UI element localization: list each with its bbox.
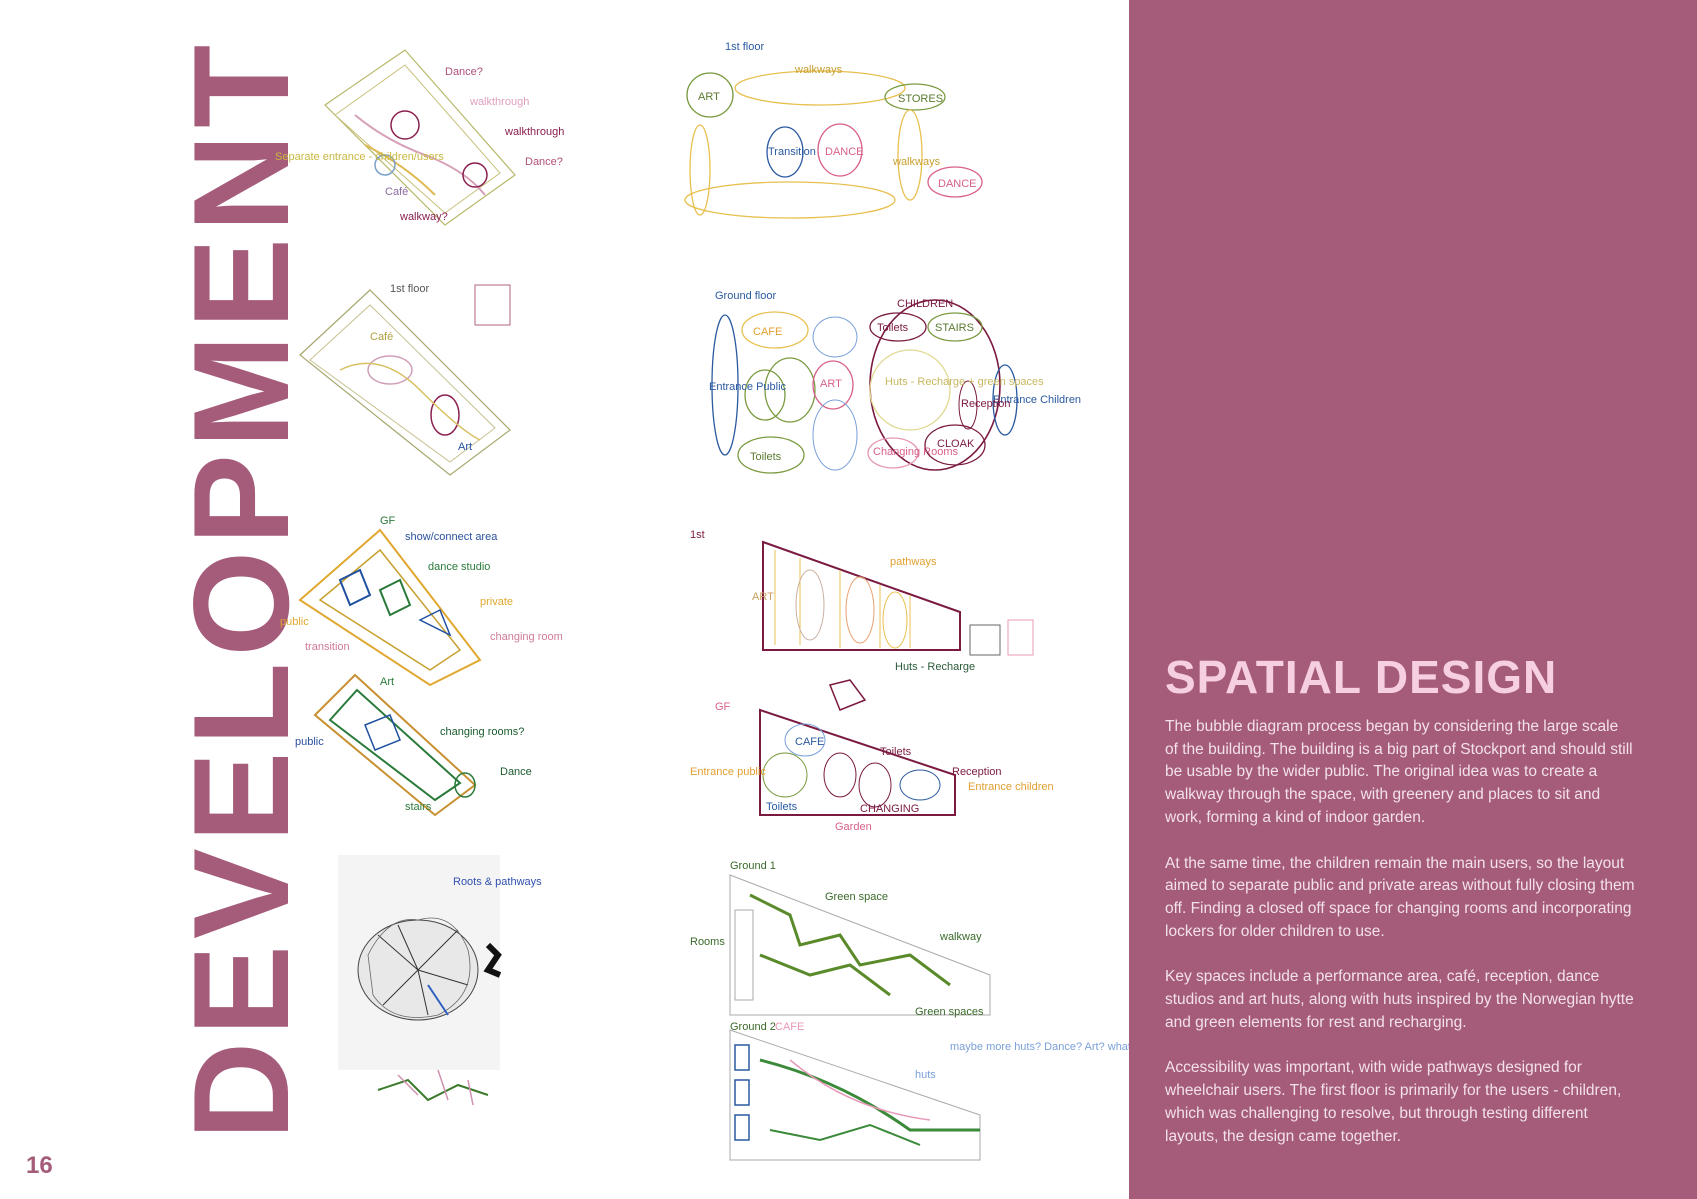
sketch-label: 1st floor	[390, 283, 429, 295]
diagram-label: Entrance Children	[993, 394, 1081, 406]
diagram-label: Reception	[952, 766, 1002, 778]
body-text: The bubble diagram process began by cons…	[1165, 716, 1635, 1171]
diagram-label: Toilets	[877, 322, 909, 334]
sketch-label: Art	[380, 676, 394, 688]
diagram-label: Toilets	[880, 746, 912, 758]
ground-plan-1: Ground 1 Green space walkway Green space…	[690, 855, 1010, 1025]
diagram-label: DANCE	[938, 178, 977, 190]
diagram-label: ART	[820, 378, 842, 390]
sketch-roots-leaf: Roots & pathways	[338, 855, 542, 1125]
diagram-label: Toilets	[750, 451, 782, 463]
bubble-diagram-1st-floor: 1st floor ART walkways STORES Transition…	[680, 30, 990, 225]
diagram-label: CLOAK	[937, 438, 975, 450]
sketch-label: Separate entrance - children/users	[275, 151, 444, 163]
sketch-label: Roots & pathways	[453, 876, 542, 888]
bubble-diagram-ground-floor: Ground floor CHILDREN CAFE Toilets STAIR…	[705, 285, 1081, 485]
diagram-label: STAIRS	[935, 322, 974, 334]
sketch-label: public	[295, 736, 324, 748]
diagram-label: DANCE	[825, 146, 864, 158]
diagram-label: Green spaces	[915, 1006, 984, 1018]
diagram-label: huts	[915, 1069, 936, 1081]
sketch-label: changing rooms?	[440, 726, 524, 738]
diagram-label: Entrance public	[690, 766, 766, 778]
paragraph: At the same time, the children remain th…	[1165, 854, 1635, 940]
floor-plan-1st: 1st ART pathways Huts - Recharge	[690, 520, 1070, 690]
diagram-label: CAFE	[795, 736, 824, 748]
paragraph: The bubble diagram process began by cons…	[1165, 718, 1633, 826]
diagram-label: 1st	[690, 529, 705, 541]
sketch-label: stairs	[405, 801, 432, 813]
sketch-massing-1: Dance? walkthrough walkthrough Dance? Se…	[275, 45, 575, 235]
diagram-label: Ground 1	[730, 860, 776, 872]
diagram-label: CHILDREN	[897, 298, 953, 310]
sketch-label: private	[480, 596, 513, 608]
diagram-label: Reception	[961, 398, 1011, 410]
diagram-label: Entrance children	[968, 781, 1054, 793]
sketch-label: walkthrough	[469, 96, 529, 108]
diagram-label: Transition	[768, 146, 816, 158]
diagram-label: Ground 2	[730, 1021, 776, 1033]
sketch-label: dance studio	[428, 561, 490, 573]
sketch-label: transition	[305, 641, 350, 653]
sketch-label: show/connect area	[405, 531, 498, 543]
floor-plan-ground: GF CAFE Toilets Reception Entrance child…	[690, 679, 1060, 840]
diagram-label: Entrance Public	[709, 381, 787, 393]
paragraph: Key spaces include a performance area, c…	[1165, 968, 1634, 1031]
sketch-label: Café	[370, 331, 393, 343]
sketch-massing-2: 1st floor Art Café	[280, 280, 550, 480]
sketch-label: GF	[380, 515, 396, 527]
diagram-label: walkways	[794, 64, 843, 76]
diagram-label: Toilets	[766, 801, 798, 813]
ground-plan-2: Ground 2 CAFE maybe more huts? Dance? Ar…	[690, 1020, 1195, 1170]
sketch-label: Dance?	[525, 156, 563, 168]
diagram-label: walkway	[939, 931, 982, 943]
sketch-massing-3: GF show/connect area dance studio privat…	[280, 510, 563, 687]
diagram-label: Changing Rooms	[873, 446, 958, 458]
diagram-label: Rooms	[690, 936, 725, 948]
paragraph: Accessibility was important, with wide p…	[1165, 1059, 1622, 1145]
diagram-label: STORES	[898, 93, 943, 105]
sketch-label: Dance	[500, 766, 532, 778]
sketch-label: public	[280, 616, 309, 628]
diagram-label: Garden	[835, 821, 872, 833]
sketch-label: Dance?	[445, 66, 483, 78]
sketch-label: walkway?	[399, 211, 448, 223]
sketch-label: changing room	[490, 631, 563, 643]
diagram-label: 1st floor	[725, 41, 764, 53]
diagram-label: CAFE	[753, 326, 782, 338]
diagram-label: Huts - Recharge + green spaces	[885, 376, 1044, 388]
diagram-label: ART	[698, 91, 720, 103]
page-number: 16	[26, 1152, 53, 1179]
sketch-label: walkthrough	[504, 126, 564, 138]
sketch-massing-4: Art public changing rooms? Dance stairs	[295, 665, 555, 825]
diagram-label: Ground floor	[715, 290, 776, 302]
diagram-label: pathways	[890, 556, 937, 568]
sketch-label: Café	[385, 186, 408, 198]
section-title: SPATIAL DESIGN	[1165, 651, 1558, 703]
diagram-label: GF	[715, 701, 731, 713]
diagram-label: Huts - Recharge	[895, 661, 975, 673]
sketch-label: Art	[458, 441, 472, 453]
diagram-label: Green space	[825, 891, 888, 903]
info-panel: SPATIAL DESIGN The bubble diagram proces…	[1129, 0, 1697, 1199]
diagram-label: walkways	[892, 156, 941, 168]
diagram-label: CHANGING	[860, 803, 919, 815]
diagram-label: CAFE	[775, 1021, 804, 1033]
diagram-label: ART	[752, 591, 774, 603]
